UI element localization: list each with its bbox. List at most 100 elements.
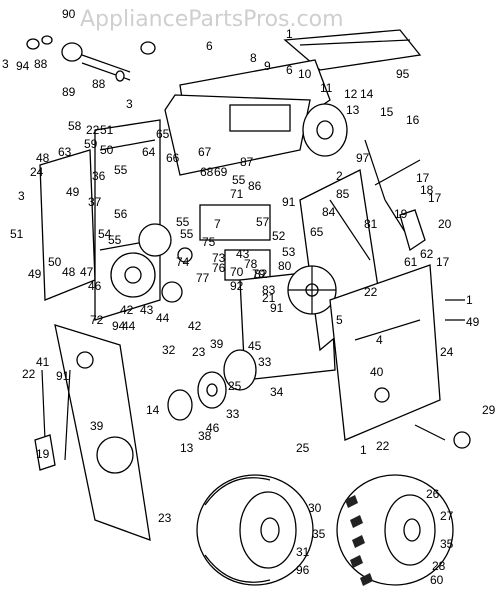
callout-label: 14: [146, 403, 160, 417]
callout-label: 9: [264, 59, 271, 73]
right-tire: [336, 474, 454, 586]
callout-label: 16: [406, 113, 420, 127]
callout-label: 42: [120, 303, 134, 317]
callout-label: 77: [196, 271, 210, 285]
callout-label: 55: [108, 233, 122, 247]
callout-label: 23: [192, 345, 206, 359]
callout-label: 61: [404, 255, 418, 269]
callout-label: 55: [114, 163, 128, 177]
callout-label: 49: [466, 315, 480, 329]
callout-label: 44: [156, 311, 170, 325]
callout-label: 81: [364, 217, 378, 231]
callout-label: 65: [156, 127, 170, 141]
callout-label: 13: [346, 103, 360, 117]
callout-label: 49: [66, 185, 80, 199]
callout-label: 54: [98, 227, 112, 241]
callout-label: 35: [440, 537, 454, 551]
callout-label: 13: [180, 441, 194, 455]
callout-label: 78: [244, 257, 258, 271]
spring-latch: [34, 369, 56, 471]
callout-label: 71: [230, 187, 244, 201]
callout-label: 70: [230, 265, 244, 279]
callout-label: 85: [336, 187, 350, 201]
upper-housing: [164, 59, 348, 176]
callout-label: 80: [278, 259, 292, 273]
callout-label: 89: [62, 85, 76, 99]
callout-label: 97: [356, 151, 370, 165]
callout-label: 33: [226, 407, 240, 421]
callout-label: 87: [240, 155, 254, 169]
callout-label: 92: [230, 279, 244, 293]
callout-label: 32: [162, 343, 176, 357]
callout-label: 47: [80, 265, 94, 279]
callout-label: 94: [16, 59, 30, 73]
callout-label: 60: [430, 573, 444, 587]
callout-label: 90: [62, 7, 76, 21]
callout-label: 14: [360, 87, 374, 101]
callout-label: 23: [158, 511, 172, 525]
callout-label: 43: [140, 303, 154, 317]
callout-label: 62: [420, 247, 434, 261]
callout-label: 19: [36, 447, 50, 461]
callout-label: 33: [258, 355, 272, 369]
callout-label: 75: [202, 235, 216, 249]
callout-label: 29: [482, 403, 496, 417]
callout-label: 25: [296, 441, 310, 455]
axle-hub-stack: [167, 349, 257, 421]
callout-label: 50: [100, 143, 114, 157]
callout-label: 40: [370, 365, 384, 379]
callout-label: 88: [34, 57, 48, 71]
callout-label: 91: [282, 195, 296, 209]
callout-label: 22: [364, 285, 378, 299]
callout-label: 3: [18, 189, 25, 203]
callout-label: 17: [428, 191, 442, 205]
callout-label: 95: [396, 67, 410, 81]
callout-label: 7: [214, 217, 221, 231]
callout-label: 55: [176, 215, 190, 229]
callout-label: 15: [380, 105, 394, 119]
callout-label: 46: [88, 279, 102, 293]
callout-label: 53: [282, 245, 296, 259]
callout-label: 79: [252, 267, 266, 281]
callout-label: 22: [376, 439, 390, 453]
callout-label: 50: [48, 255, 62, 269]
callout-label: 56: [114, 207, 128, 221]
callout-label: 17: [416, 171, 430, 185]
callout-label: 2: [336, 169, 343, 183]
callout-label: 55: [232, 173, 246, 187]
shaft-assembly-top-left: [26, 35, 156, 82]
lower-side-panel: [54, 324, 151, 541]
callout-label: 68: [200, 165, 214, 179]
callout-label: 64: [142, 145, 156, 159]
callout-label: 3: [2, 57, 9, 71]
right-frame-plate: [329, 264, 441, 441]
callout-label: 6: [286, 63, 293, 77]
callout-label: 27: [440, 509, 454, 523]
callout-label: 42: [188, 319, 202, 333]
bolt-group-right: [414, 299, 471, 449]
callout-label: 74: [176, 255, 190, 269]
linkage-levers: [329, 139, 426, 261]
callout-label: 41: [36, 355, 50, 369]
callout-label: 91: [270, 301, 284, 315]
callout-label: 57: [256, 215, 270, 229]
callout-label: 28: [432, 559, 446, 573]
callout-label: 38: [198, 429, 212, 443]
callout-label: 45: [248, 339, 262, 353]
callout-label: 19: [394, 207, 408, 221]
callout-label: 83: [262, 283, 276, 297]
callout-label: 26: [426, 487, 440, 501]
callout-label: 35: [312, 527, 326, 541]
callout-label: 1: [286, 27, 293, 41]
callout-label: 17: [436, 255, 450, 269]
callout-label: 1: [360, 443, 367, 457]
callout-label: 24: [30, 165, 44, 179]
callout-label: 22: [22, 367, 36, 381]
callout-label: 43: [236, 247, 250, 261]
left-tire: [196, 474, 314, 586]
callout-label: 82: [254, 267, 268, 281]
callout-label: 51: [10, 227, 24, 241]
callout-label: 63: [58, 145, 72, 159]
callout-label: 11: [320, 81, 333, 95]
